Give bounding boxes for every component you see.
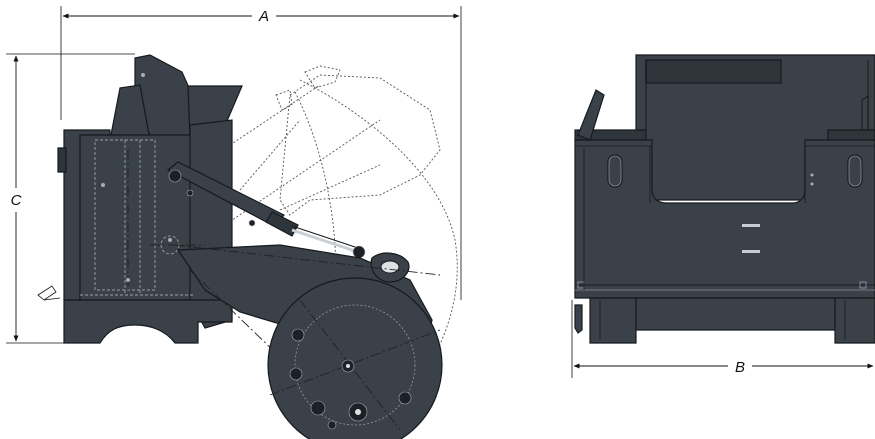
hydraulic-cylinder	[166, 161, 366, 259]
front-body	[574, 89, 875, 299]
dimension-a: A	[60, 6, 462, 300]
frame-body	[37, 54, 243, 344]
dimension-b: B	[571, 300, 874, 378]
dimension-label-b: B	[735, 359, 745, 376]
front-feet	[574, 297, 875, 344]
side-view: A C	[6, 6, 462, 439]
front-view: B	[571, 54, 875, 378]
dimension-label-c: C	[11, 192, 22, 209]
dimension-label-a: A	[258, 8, 269, 25]
saw-wheel	[267, 277, 443, 439]
